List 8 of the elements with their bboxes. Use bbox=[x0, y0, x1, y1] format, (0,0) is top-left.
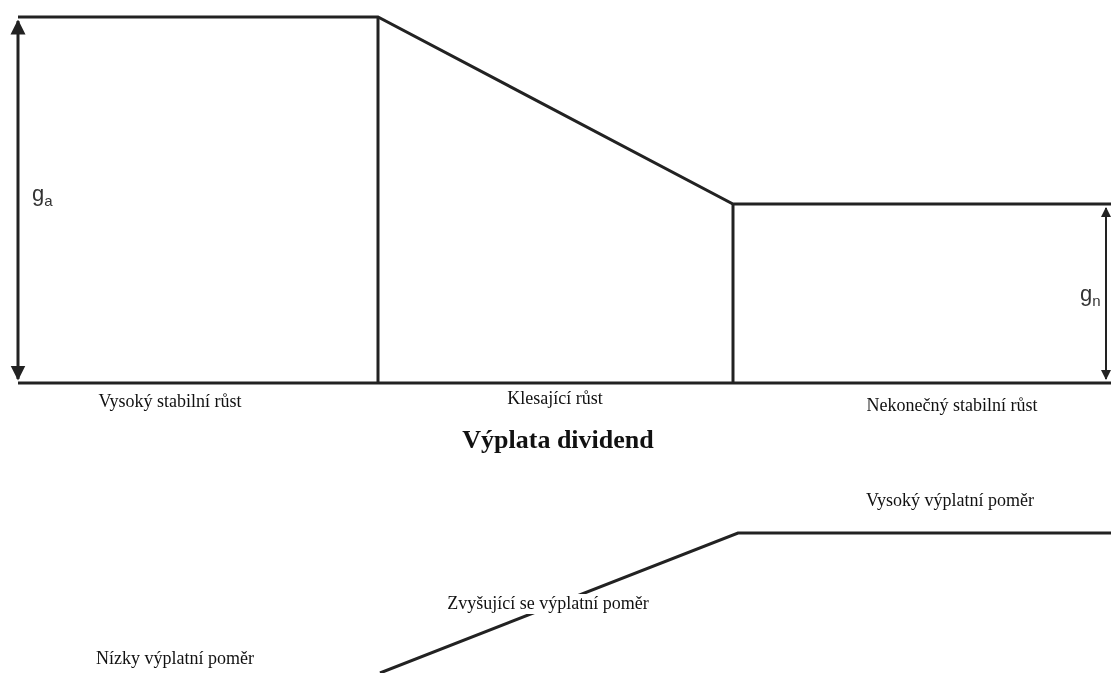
dimension-label: g$_{n}$ bbox=[1079, 282, 1102, 310]
stage-label: Nekonečný stabilní růst bbox=[864, 396, 1040, 416]
phase-label: Zvyšující se výplatní poměr bbox=[445, 594, 651, 614]
stage-label: Vysoký stabilní růst bbox=[96, 392, 244, 412]
stage-label: Klesající růst bbox=[505, 389, 605, 409]
dimension-label: g$_{a}$ bbox=[31, 182, 54, 210]
phase-label: Vysoký výplatní poměr bbox=[864, 491, 1036, 511]
phase-label: Nízky výplatní poměr bbox=[94, 649, 256, 669]
